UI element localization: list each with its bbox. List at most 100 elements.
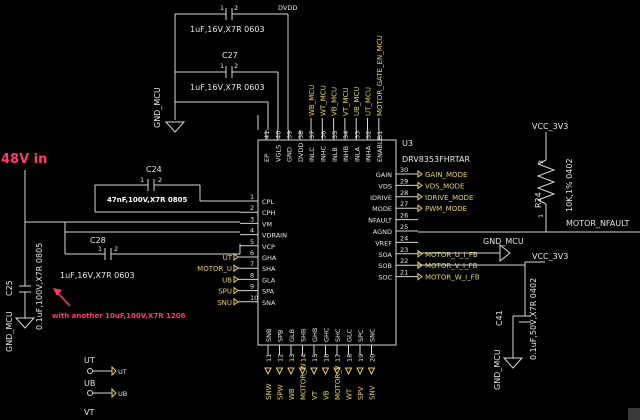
- left-pin-name: VM: [262, 220, 272, 228]
- ic-part-number: DRV8353FHRTAR: [402, 155, 470, 164]
- right-pin-name: VDS: [378, 182, 392, 190]
- left-pin-name: VDRAIN: [262, 232, 287, 240]
- left-net-label: UB: [222, 276, 232, 284]
- top-pin-number: 33: [353, 131, 361, 139]
- gnd-mcu-label-top: GND_MCU: [153, 87, 162, 128]
- left-pin-number: 5: [250, 238, 254, 246]
- dvdd-net-label: DVDD: [278, 4, 297, 12]
- right-pin-name: GAIN: [376, 171, 392, 179]
- c28-pin1: 1: [98, 245, 102, 253]
- c27-pin1: 1: [220, 62, 224, 70]
- top-net-label: WT_MCU: [319, 85, 327, 116]
- gnd-symbol-top: GND_MCU: [153, 87, 186, 133]
- right-pin-number: 24: [400, 234, 408, 242]
- testpoint-ub-net: UB: [118, 390, 127, 398]
- testpoint-vt-label: VT: [84, 408, 94, 417]
- bottom-net-label: WT: [346, 388, 354, 400]
- gnd-mcu-label-c25: GND_MCU: [5, 311, 14, 352]
- right-pin-number: 28: [400, 189, 408, 197]
- c24-ref: C24: [146, 165, 162, 174]
- c25-value: 0.1uF,100V,X7R 0805: [35, 243, 44, 330]
- bottom-net-label: MOTOR_V: [334, 365, 342, 400]
- top-pin-name: GND: [286, 147, 294, 162]
- top-net-label: UT_MCU: [365, 87, 373, 116]
- right-pin-number: 29: [400, 177, 408, 185]
- testpoint-ut-net: UT: [118, 368, 127, 376]
- right-pin-name: AGND: [373, 228, 392, 236]
- cap-dvdd-pin1: 1: [220, 4, 224, 12]
- left-pin-name: SNA: [262, 299, 276, 307]
- left-pin-number: 4: [250, 227, 254, 235]
- left-pin-number: 3: [250, 215, 254, 223]
- right-pin-name: SOB: [378, 262, 392, 270]
- top-pin-name: INLB: [331, 147, 339, 162]
- cap-c24: C24 1 2 47nF,100V,X7R 0805: [94, 165, 240, 213]
- right-net-label: VDS_MODE: [425, 182, 464, 190]
- cap-c28: C28 1 2 1uF,16V,X7R 0603: [60, 236, 135, 280]
- left-pin-number: 10: [250, 294, 258, 302]
- top-pin-number: 31: [376, 131, 384, 139]
- gnd-mcu-label-c41: GND_MCU: [493, 349, 502, 390]
- right-pin-number: 25: [400, 223, 408, 231]
- top-pin-number: 39: [286, 131, 294, 139]
- top-net-label: VB_MCU: [331, 87, 339, 116]
- right-net-label: IDRIVE_MODE: [425, 194, 473, 202]
- right-pin-number: 23: [400, 246, 408, 254]
- scroll-corner[interactable]: [628, 408, 640, 420]
- bottom-pin-name: GLB: [288, 329, 296, 342]
- right-pin-name: SOC: [378, 274, 392, 282]
- ic-right-pins: 30GAIN29VDS28IDRIVE27MODE26NFAULT25AGND2…: [368, 166, 480, 282]
- ic-ref: U3: [402, 139, 413, 148]
- top-pin-name: VGLS: [274, 145, 282, 162]
- c28-ref: C28: [90, 236, 106, 245]
- cap-dvdd: 1 2 DVDD 1uF,16V,X7R 0603: [175, 4, 297, 130]
- bottom-pin-number: 12: [277, 354, 285, 362]
- right-pin-number: 21: [400, 269, 408, 277]
- bottom-pin-name: SNB: [265, 329, 273, 342]
- top-pin-number: 38: [297, 131, 305, 139]
- top-net-label: UB_MCU: [353, 87, 361, 116]
- left-pin-number: 9: [250, 283, 254, 291]
- left-pin-name: VCP: [262, 243, 275, 251]
- c24-pin2: 2: [158, 176, 162, 184]
- c27-value: 1uF,16V,X7R 0603: [190, 83, 265, 92]
- bottom-net-label: SNV: [369, 385, 377, 400]
- left-pin-number: 2: [250, 204, 254, 212]
- top-pin-number: 41: [263, 131, 271, 139]
- left-net-label: MOTOR_U: [197, 265, 232, 273]
- c24-pin1: 1: [140, 176, 144, 184]
- right-pin-number: 22: [400, 257, 408, 265]
- annotation-arrow: [53, 288, 71, 307]
- r24-pin1: 1: [537, 214, 545, 218]
- left-pin-number: 8: [250, 271, 254, 279]
- left-pin-number: 7: [250, 260, 254, 268]
- testpoint-ut-label: UT: [84, 356, 95, 365]
- r24-pin2: 2: [537, 160, 545, 164]
- right-net-label: MOTOR_V_I_FB: [425, 262, 478, 270]
- c41-ref: C41: [495, 310, 504, 326]
- bottom-pin-name: SNC: [369, 328, 377, 342]
- c27-ref: C27: [222, 51, 238, 60]
- left-pin-name: GLA: [262, 276, 276, 284]
- testpoint-ub-label: UB: [84, 379, 95, 388]
- bottom-pin-name: SHB: [300, 329, 308, 342]
- left-pin-name: CPH: [262, 209, 275, 217]
- top-pin-name: EP: [263, 154, 271, 162]
- bottom-pin-number: 15: [311, 354, 319, 362]
- top-pin-number: 34: [342, 131, 350, 139]
- top-pin-name: INHA: [365, 145, 373, 162]
- top-pin-number: 36: [320, 131, 328, 139]
- left-pin-name: SHA: [262, 265, 276, 273]
- bottom-pin-number: 18: [346, 354, 354, 362]
- right-pin-name: VREF: [375, 239, 392, 247]
- bottom-net-label: VT: [311, 390, 319, 400]
- right-pin-number: 26: [400, 212, 408, 220]
- left-pin-name: SPA: [262, 288, 275, 296]
- cap-c27: C27 1 2 1uF,16V,X7R 0603: [175, 51, 279, 130]
- bottom-net-label: SPV: [357, 386, 365, 400]
- ic-left-pins: 1CPL2CPH3VM4VDRAIN5VCP6GHA7SHA8GLA9SPA10…: [197, 193, 287, 307]
- right-pin-name: SOA: [378, 251, 392, 259]
- motor-nfault-label: MOTOR_NFAULT: [566, 219, 629, 228]
- right-net-label: MOTOR_U_I_FB: [425, 251, 478, 259]
